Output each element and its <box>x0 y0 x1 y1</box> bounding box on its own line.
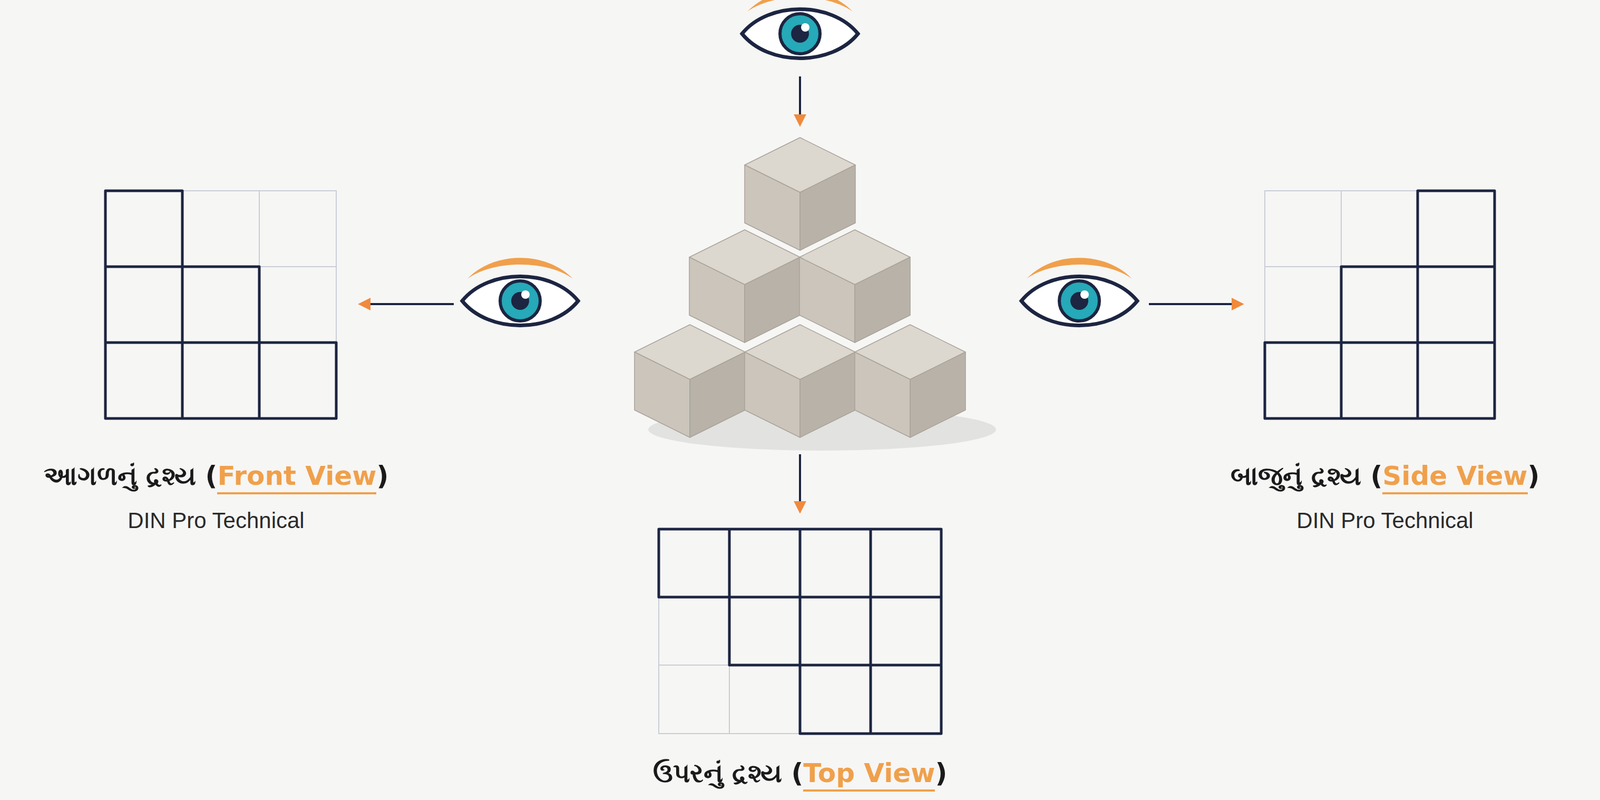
cube-stack <box>634 137 966 438</box>
view-label: આગળનું દ્રશ્ય (Front View) DIN Pro Techni… <box>43 459 389 535</box>
view-title: આગળનું દ્રશ્ય (Front View) <box>43 459 389 493</box>
side-view-grid <box>1264 190 1495 419</box>
eye-icon <box>462 257 579 326</box>
view-arrow <box>798 76 802 125</box>
view-label: બાજુનું દ્રશ્ય (Side View) DIN Pro Techni… <box>1230 459 1540 535</box>
font-name: DIN Pro Technical <box>1230 506 1540 536</box>
cube-face <box>744 352 800 438</box>
view-arrow <box>798 454 802 512</box>
view-arrow <box>360 303 454 306</box>
cube-face <box>854 352 911 438</box>
cube-face <box>800 352 856 438</box>
cube-face <box>634 352 690 438</box>
font-name: DIN Pro Technical <box>43 506 389 536</box>
view-arrow <box>1148 303 1242 306</box>
cube-face <box>689 352 746 438</box>
top-view-grid <box>658 529 942 734</box>
cube-face <box>910 352 966 438</box>
view-label: ઉપરનું દ્રશ્ય (Top View) <box>652 756 948 790</box>
eye-icon <box>742 0 858 59</box>
view-title: ઉપરનું દ્રશ્ય (Top View) <box>652 756 948 790</box>
front-view-grid <box>105 190 337 419</box>
eye-icon <box>1021 257 1138 326</box>
view-title: બાજુનું દ્રશ્ય (Side View) <box>1230 459 1540 493</box>
